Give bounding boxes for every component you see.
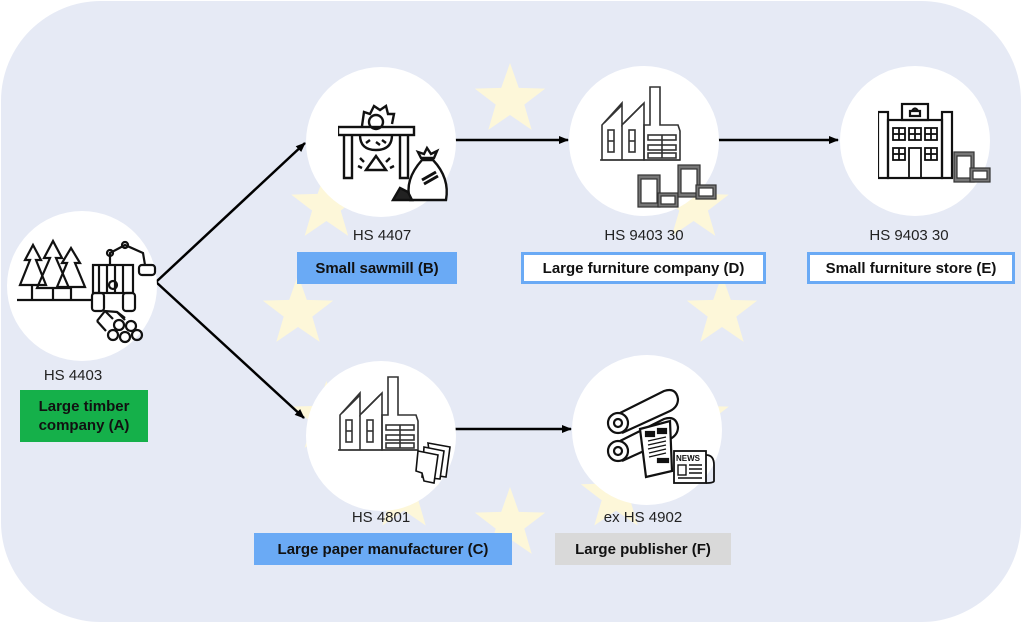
node-a-hs-code: HS 4403 (43, 367, 103, 384)
printing-press-news-icon: NEWS (606, 388, 715, 484)
node-d-label[interactable]: Large furniture company (D) (521, 252, 766, 284)
sawmill-icon (338, 104, 448, 202)
node-f-hs-code: ex HS 4902 (603, 509, 683, 526)
node-c-hs-code: HS 4801 (351, 509, 411, 526)
node-c-circle (306, 361, 456, 511)
node-b-hs-code: HS 4407 (352, 227, 412, 244)
node-e-hs-code: HS 9403 30 (869, 227, 949, 244)
eu-star (658, 169, 729, 236)
node-f-label[interactable]: Large publisher (F) (555, 533, 731, 565)
eu-star (474, 487, 546, 554)
eu-star (291, 169, 362, 236)
eu-star (686, 275, 758, 342)
node-a-label[interactable]: Large timber company (A) (20, 390, 148, 442)
node-c-label[interactable]: Large paper manufacturer (C) (254, 533, 512, 565)
furniture-factory-icon (600, 86, 717, 208)
node-b-label[interactable]: Small sawmill (B) (297, 252, 457, 284)
eu-star (262, 275, 334, 342)
furniture-store-icon (878, 102, 991, 183)
node-e-label[interactable]: Small furniture store (E) (807, 252, 1015, 284)
arrow-a-to-c (155, 281, 305, 419)
paper-factory-icon (338, 376, 451, 484)
svg-text:NEWS: NEWS (676, 454, 701, 463)
node-a-label-line2: company (A) (38, 417, 130, 434)
arrow-a-to-b (155, 142, 306, 283)
node-d-hs-code: HS 9403 30 (604, 227, 684, 244)
node-e-circle (840, 66, 990, 216)
eu-star (474, 63, 546, 130)
forest-harvester-logs-icon (17, 238, 157, 344)
node-a-label-line1: Large timber (38, 398, 130, 415)
